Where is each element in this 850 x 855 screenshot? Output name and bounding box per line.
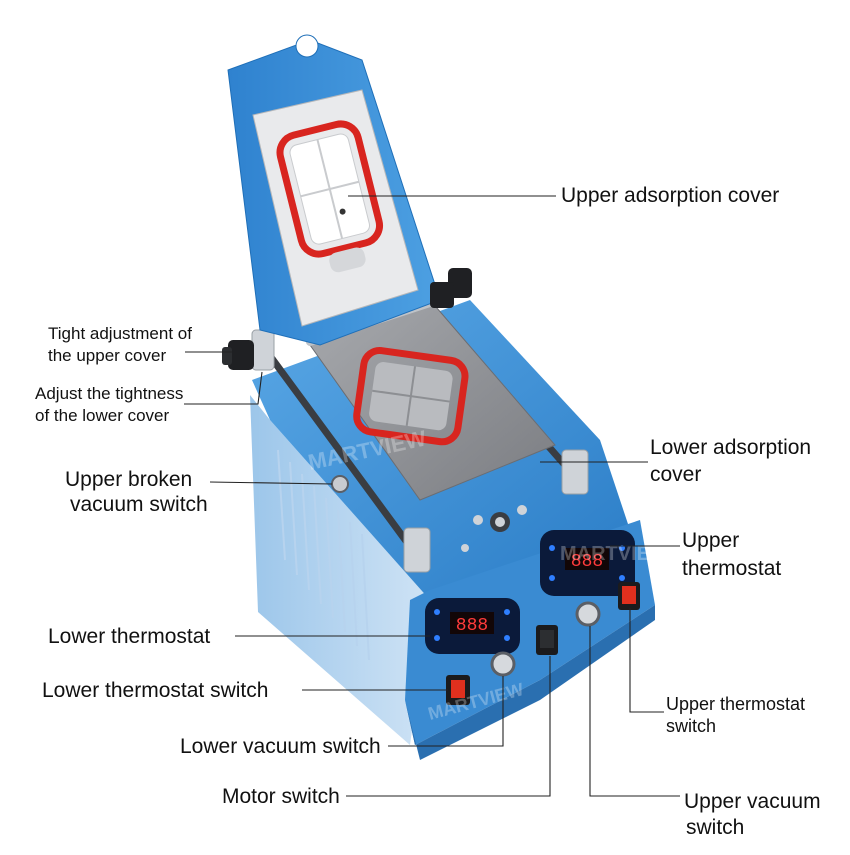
lower-thermostat-rocker	[446, 675, 470, 705]
label-lower-adsorption-line1: Lower adsorption	[650, 436, 812, 459]
label-upper-thermostat-switch-line2: switch	[666, 716, 717, 736]
left-rail	[258, 341, 424, 564]
lower-thermostat-panel: 888	[425, 598, 520, 654]
motor-rocker	[536, 625, 558, 655]
label-upper-adsorption-cover: Upper adsorption cover	[561, 184, 780, 207]
body-left-side	[250, 395, 430, 745]
label-upper-thermostat-line1: Upper	[682, 529, 740, 552]
vent-slots	[277, 449, 370, 661]
upper-thermostat-rocker	[618, 582, 640, 610]
upper-gasket	[276, 120, 384, 273]
label-lower-thermostat-switch: Lower thermostat switch	[42, 679, 269, 702]
label-upper-vacuum-switch-line1: Upper vacuum	[684, 790, 821, 813]
label-lower-adsorption-line2: cover	[650, 463, 702, 486]
label-tight-adjustment-line2: the upper cover	[48, 346, 167, 365]
upper-vacuum-button	[575, 601, 601, 627]
label-adjust-lower-line2: of the lower cover	[35, 406, 170, 425]
label-upper-broken-line1: Upper broken	[65, 468, 193, 491]
lower-gasket	[353, 347, 469, 446]
upper-cover-knob	[222, 340, 254, 370]
svg-text:888: 888	[571, 552, 603, 572]
label-upper-thermostat-line2: thermostat	[682, 557, 782, 580]
label-adjust-lower-line1: Adjust the tightness	[35, 384, 184, 403]
label-lower-thermostat: Lower thermostat	[48, 625, 211, 648]
svg-text:MARTVIEW: MARTVIEW	[560, 543, 669, 565]
label-upper-broken-line2: vacuum switch	[70, 493, 208, 516]
label-lower-vacuum-switch: Lower vacuum switch	[180, 735, 381, 758]
label-upper-thermostat-switch-line1: Upper thermostat	[666, 694, 806, 714]
upper-broken-vacuum-button	[331, 475, 349, 493]
svg-text:888: 888	[456, 616, 488, 636]
label-upper-vacuum-switch-line2: switch	[686, 816, 745, 839]
label-tight-adjustment-line1: Tight adjustment of	[48, 324, 192, 343]
label-motor-switch: Motor switch	[222, 785, 340, 808]
lower-vacuum-button	[490, 651, 516, 677]
leader-lines	[184, 195, 680, 797]
